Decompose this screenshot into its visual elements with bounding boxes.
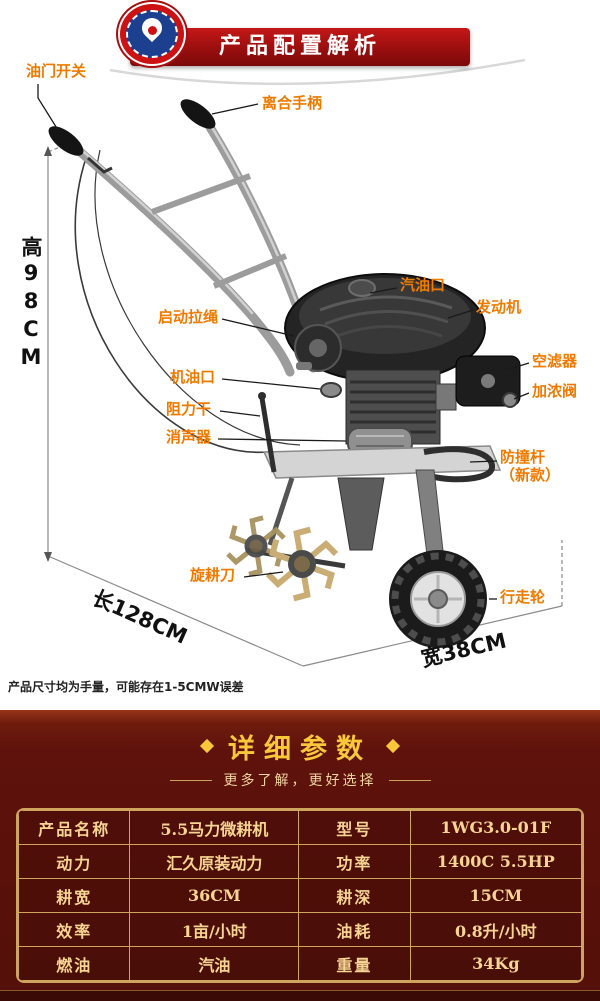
label-muffler: 消声器 [166,428,212,446]
spec-label-cell: 燃油 [18,946,131,981]
label-fuel-port: 汽油口 [400,276,446,294]
specs-table-frame: 产品名称 5.5马力微耕机 型号 1WG3.0-01F 动力 汇久原装动力 功率… [16,808,584,983]
spec-value-cell: 15CM [409,878,582,913]
disclaimer-text: 产品尺寸均为手量，可能存在1-5CMW误差 [8,680,244,694]
spec-value-cell: 1WG3.0-01F [409,810,582,845]
label-engine: 发动机 [476,298,522,316]
spec-label-cell: 动力 [18,844,131,879]
spec-label-cell: 效率 [18,912,131,947]
label-bumper-bar: 防撞杆 （新款） [500,448,560,484]
title-diamond-left-icon [199,738,215,754]
spec-value-cell: 汽油 [129,946,300,981]
details-subtitle: 更多了解，更好选择 [223,773,377,789]
spec-value-cell: 1亩/小时 [129,912,300,947]
table-row: 耕宽 36CM 耕深 15CM [18,878,582,913]
spec-value-cell: 34Kg [409,946,582,981]
spec-value-cell: 5.5马力微耕机 [129,810,300,845]
spec-value-cell: 0.8升/小时 [409,912,582,947]
table-row: 效率 1亩/小时 油耗 0.8升/小时 [18,912,582,947]
label-resistance-rod: 阻力干 [166,400,212,418]
details-subtitle-row: 更多了解，更好选择 [0,768,600,792]
spec-label-cell: 功率 [298,844,411,879]
table-row: 动力 汇久原装动力 功率 1400C 5.5HP [18,844,582,879]
logo-dot [148,26,157,35]
label-throttle-switch: 油门开关 [26,62,87,80]
machine-illustration [37,58,563,667]
banner-title: 产品配置解析 [130,28,470,66]
spec-label-cell: 油耗 [298,912,411,947]
subtitle-line-right [388,779,431,781]
brand-logo-icon [118,2,186,66]
label-walking-wheel: 行走轮 [500,588,546,606]
spec-label-cell: 耕深 [298,878,411,913]
specs-table: 产品名称 5.5马力微耕机 型号 1WG3.0-01F 动力 汇久原装动力 功率… [18,810,582,981]
spec-value-cell: 1400C 5.5HP [409,844,582,879]
label-starter-rope: 启动拉绳 [158,308,219,326]
details-title: 详细参数 [228,733,372,765]
label-bumper-bar-line2: （新款） [500,466,561,484]
subtitle-line-left [169,779,212,781]
details-title-row: 详细参数 [0,728,600,765]
dim-height-label: 高98CM [19,236,43,373]
footer-strip [0,990,600,1001]
spec-value-cell: 汇久原装动力 [129,844,300,879]
title-diamond-right-icon [385,738,401,754]
product-diagram: 产品配置解析 [8,2,578,694]
spec-value-cell: 36CM [129,878,300,913]
table-row: 燃油 汽油 重量 34Kg [18,946,582,981]
label-oil-port: 机油口 [170,368,216,386]
spec-label-cell: 型号 [298,810,411,845]
label-bumper-bar-line1: 防撞杆 [500,448,546,466]
label-choke-valve: 加浓阀 [532,382,578,400]
spec-label-cell: 耕宽 [18,878,131,913]
spec-label-cell: 重量 [298,946,411,981]
table-row: 产品名称 5.5马力微耕机 型号 1WG3.0-01F [18,810,582,845]
details-section: 详细参数 更多了解，更好选择 产品名称 5.5马力微耕机 型号 1WG3.0-0… [0,710,600,1001]
spec-label-cell: 产品名称 [18,810,131,845]
label-clutch-handle: 离合手柄 [262,94,323,112]
label-air-filter: 空滤器 [532,352,578,370]
label-rotary-blade: 旋耕刀 [190,566,236,584]
